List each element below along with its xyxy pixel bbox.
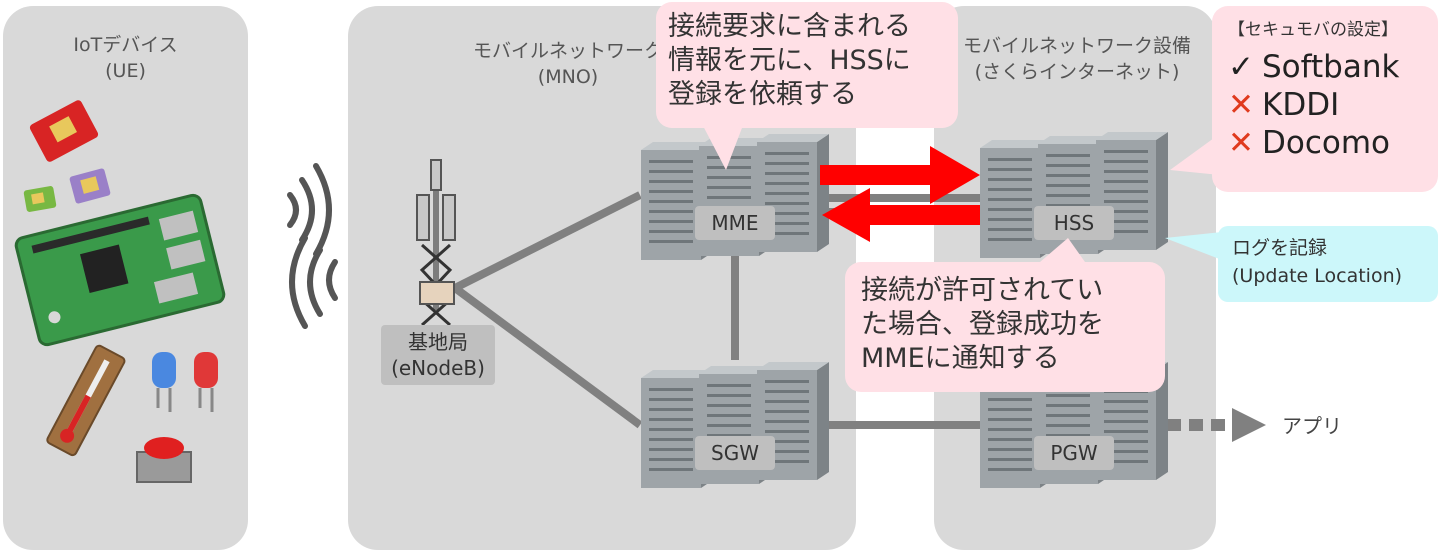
carrier-settings-callout: 【セキュモバの設定】 ✓Softbank✕KDDI✕Docomo	[1212, 6, 1438, 192]
sakura-title-line2: (さくらインターネット)	[974, 61, 1180, 83]
enodeb-label-line1: 基地局	[408, 330, 468, 354]
carrier-name: Docomo	[1262, 125, 1391, 161]
carrier-name: Softbank	[1262, 49, 1400, 85]
link-pgw-app	[1167, 408, 1266, 442]
app-label: アプリ	[1282, 414, 1342, 438]
enodeb-label: 基地局 (eNodeB)	[381, 325, 495, 385]
pgw-label: PGW	[1034, 436, 1114, 470]
hss-reply-callout: 接続が許可されてい た場合、登録成功を MMEに通知する	[845, 262, 1165, 392]
link-enodeb-mme	[453, 191, 642, 292]
iot-title-line1: IoTデバイス	[73, 34, 178, 56]
log-line1: ログを記録	[1232, 237, 1328, 259]
mno-title-line1: モバイルネットワーク	[472, 40, 663, 62]
hss-label: HSS	[1034, 206, 1114, 240]
base-station-icon	[416, 159, 456, 327]
carrier-item-kddi: ✕KDDI	[1228, 86, 1422, 124]
request-arrow	[820, 146, 980, 204]
hss-reply-text: 接続が許可されてい た場合、登録成功を MMEに通知する	[861, 275, 1104, 374]
log-callout: ログを記録 (Update Location)	[1218, 226, 1438, 302]
log-line2: (Update Location)	[1232, 265, 1403, 287]
mme-request-text: 接続要求に含まれる 情報を元に、HSSに 登録を依頼する	[668, 11, 911, 110]
mme-request-callout: 接続要求に含まれる 情報を元に、HSSに 登録を依頼する	[656, 2, 958, 128]
enodeb-label-line2: (eNodeB)	[391, 356, 485, 380]
iot-panel-title: IoTデバイス (UE)	[3, 32, 248, 84]
radio-wave-icon	[287, 163, 338, 329]
led-icon	[152, 352, 218, 412]
cross-icon: ✕	[1228, 87, 1254, 123]
mme-label: MME	[695, 206, 775, 240]
cross-icon: ✕	[1228, 125, 1254, 161]
settings-title: 【セキュモバの設定】	[1228, 20, 1398, 40]
thermometer-icon	[46, 344, 126, 457]
reply-arrow	[822, 188, 980, 242]
microcontroller-board-icon	[14, 193, 226, 347]
sakura-title-line1: モバイルネットワーク設備	[962, 35, 1191, 57]
carrier-item-softbank: ✓Softbank	[1228, 48, 1422, 86]
carrier-item-docomo: ✕Docomo	[1228, 124, 1422, 162]
mno-title-line2: (MNO)	[537, 66, 599, 88]
mno-panel-title: モバイルネットワーク (MNO)	[468, 38, 668, 90]
sim-card-icon	[23, 100, 111, 212]
sgw-label: SGW	[695, 436, 775, 470]
iot-title-line2: (UE)	[105, 60, 146, 82]
sakura-panel-title: モバイルネットワーク設備 (さくらインターネット)	[946, 33, 1208, 85]
check-icon: ✓	[1228, 49, 1254, 85]
push-button-icon	[136, 437, 192, 483]
link-enodeb-sgw	[452, 284, 643, 429]
carrier-list: ✓Softbank✕KDDI✕Docomo	[1228, 48, 1422, 162]
carrier-name: KDDI	[1262, 87, 1340, 123]
